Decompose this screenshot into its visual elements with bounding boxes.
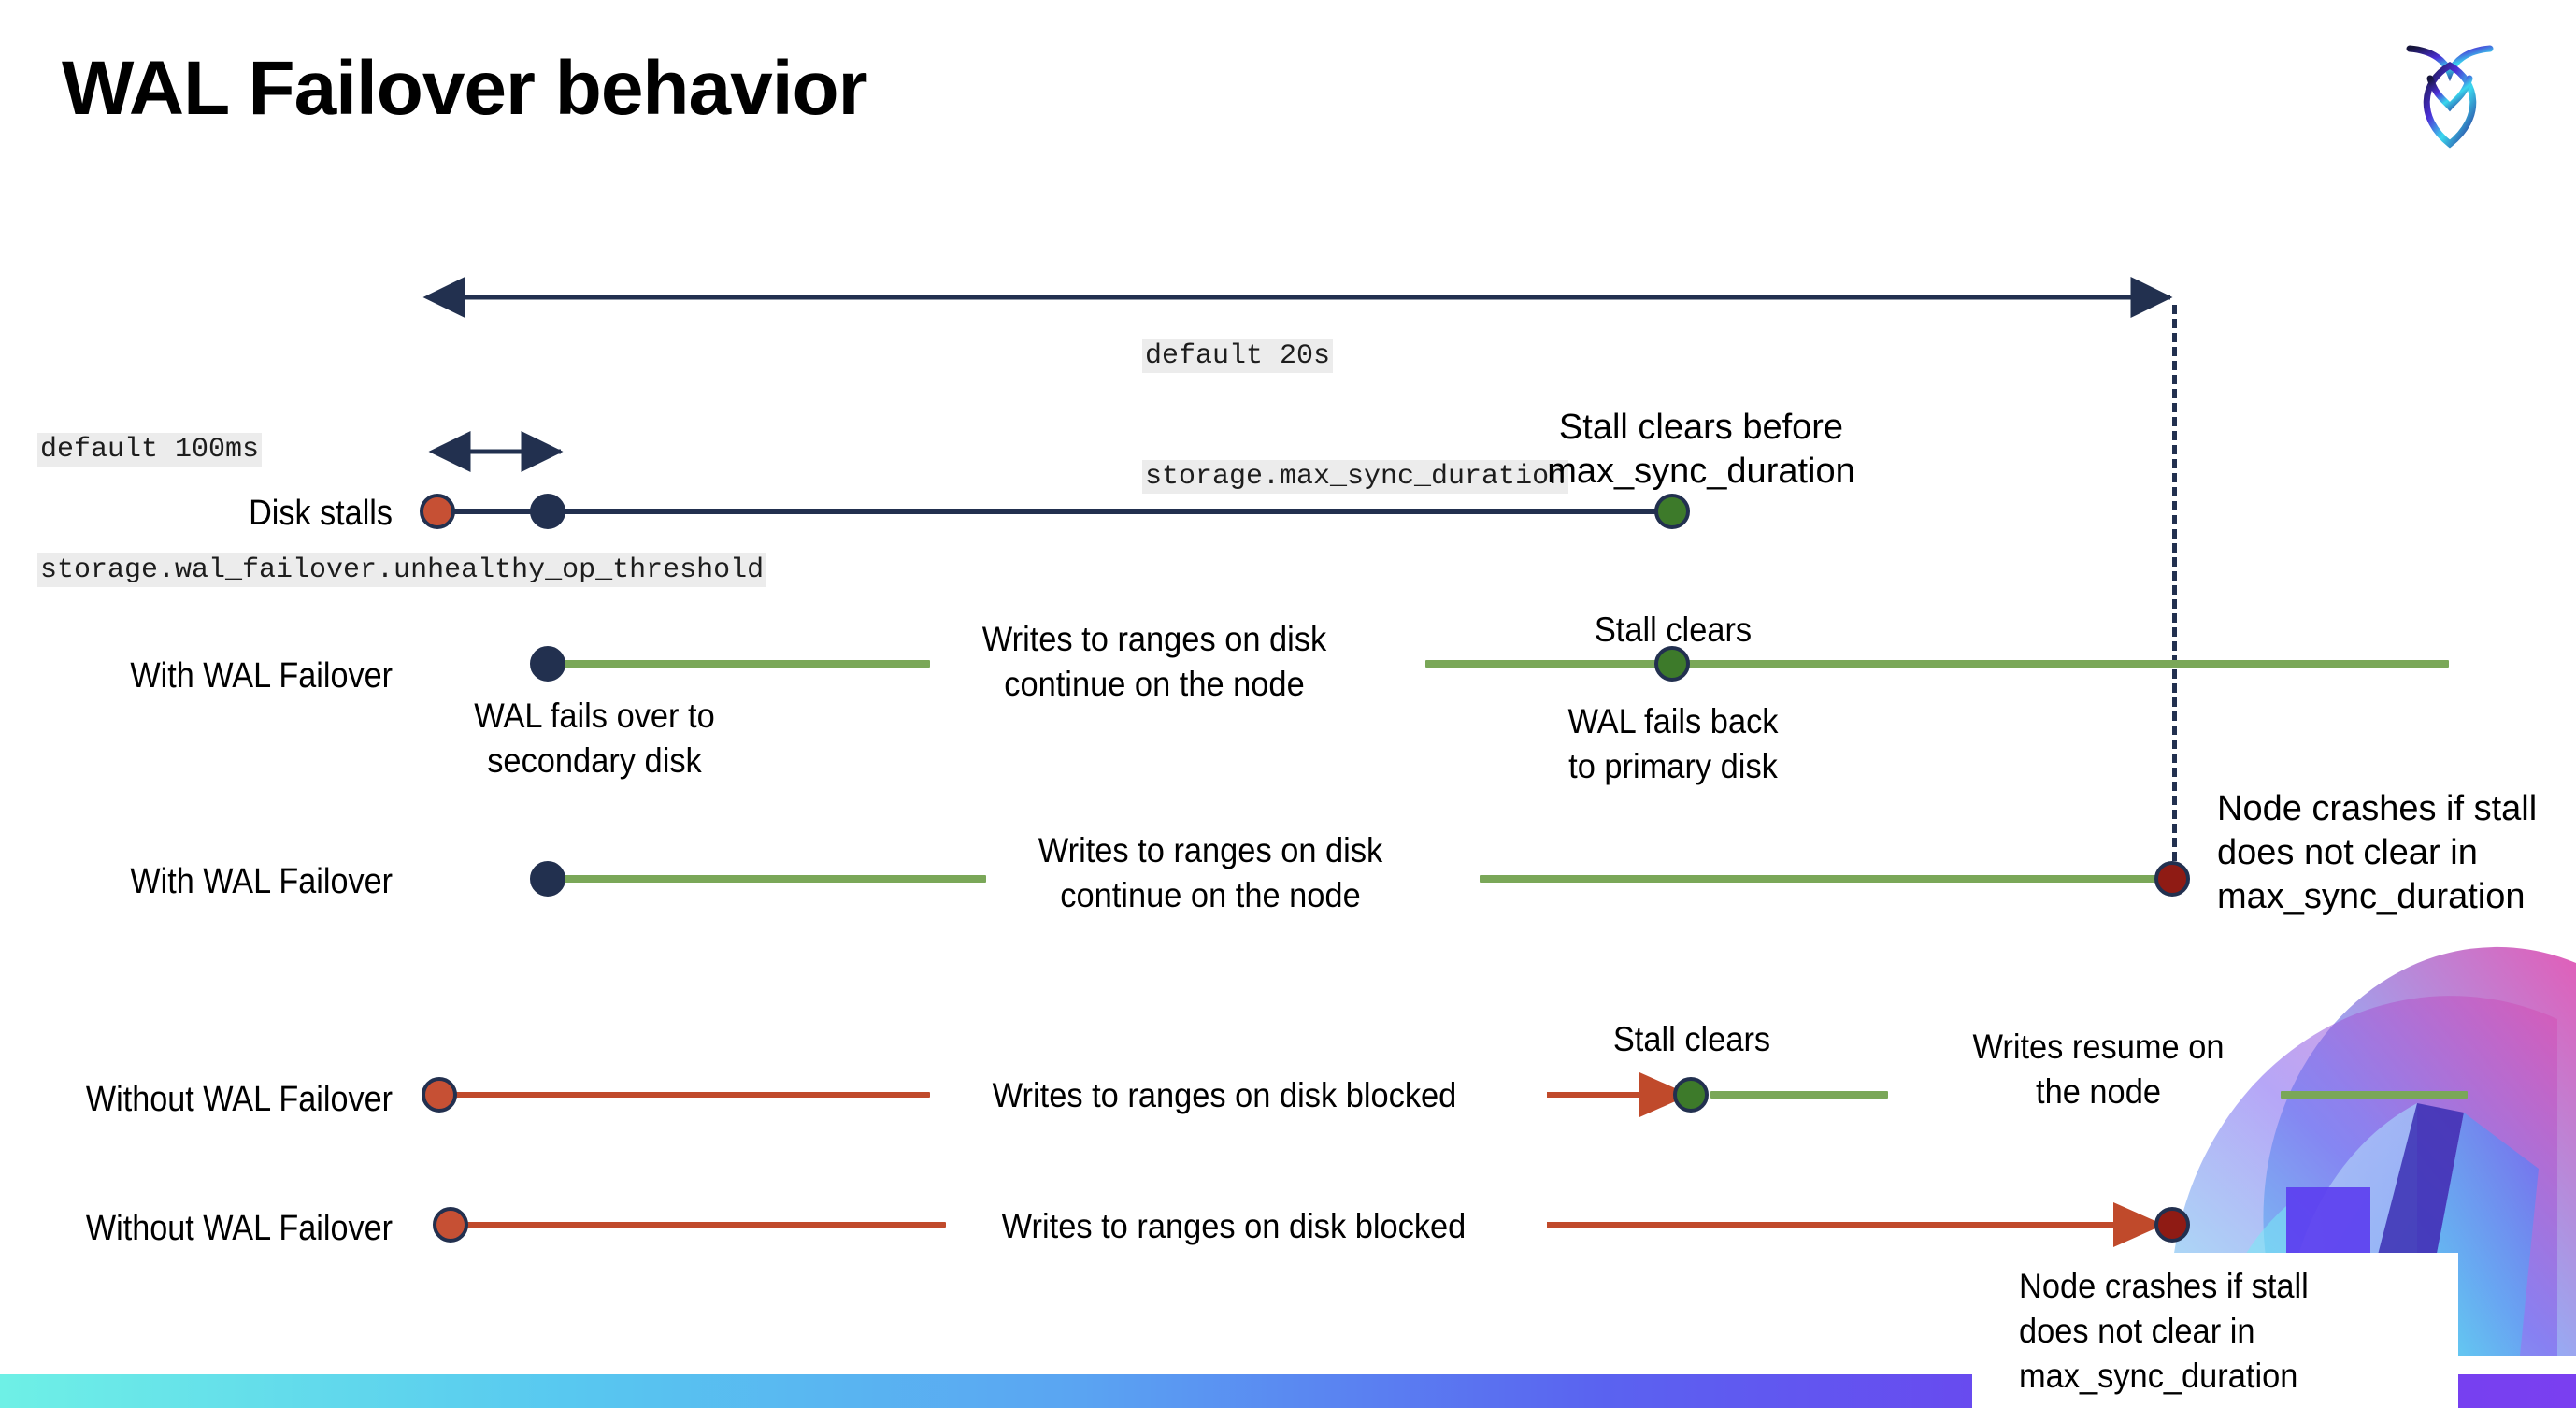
note-row5-node-crashes: Node crashes if stall does not clear in …: [2019, 1267, 2309, 1395]
row2-failover-dot: [530, 646, 565, 682]
row3-failover-dot: [530, 861, 565, 897]
unhealthy-op-threshold-code-label: default 100ms storage.wal_failover.unhea…: [37, 350, 767, 671]
row-label-with-wal-failover-clears: With WAL Failover: [130, 656, 393, 696]
page-title: WAL Failover behavior: [62, 46, 868, 131]
row5-stall-start-dot: [433, 1207, 468, 1243]
row1-stall-start-dot: [420, 494, 455, 529]
note-wal-fails-over-to-secondary-disk: WAL fails over to secondary disk: [474, 697, 715, 780]
row4-green-segment-mid: [1710, 1091, 1888, 1099]
row2-green-segment-left: [556, 660, 930, 668]
row-label-with-wal-failover-crash: With WAL Failover: [130, 862, 393, 901]
row1-navy-segment: [439, 509, 1673, 514]
row-label-without-wal-failover-crash: Without WAL Failover: [85, 1209, 393, 1248]
max-sync-deadline-dashed-line: [2172, 305, 2177, 875]
note-row4-stall-clears: Stall clears: [1612, 1020, 1771, 1058]
note-row4-writes-blocked: Writes to ranges on disk blocked: [992, 1076, 1457, 1114]
row2-stall-clears-dot: [1654, 646, 1690, 682]
unhealthy-op-name-text: storage.wal_failover.unhealthy_op_thresh…: [37, 553, 767, 587]
row2-green-segment-right: [1425, 660, 2449, 668]
max-sync-default-text: default 20s: [1142, 339, 1334, 373]
note-row2-stall-clears: Stall clears: [1594, 611, 1753, 649]
row4-orange-segment: [449, 1092, 930, 1098]
max-sync-name-text: storage.max_sync_duration: [1142, 460, 1569, 494]
row4-green-segment-right: [2281, 1091, 2468, 1099]
note-row5-writes-blocked: Writes to ranges on disk blocked: [1001, 1207, 1467, 1245]
row1-stall-clears-dot: [1654, 494, 1690, 529]
row5-node-crash-dot: [2154, 1207, 2190, 1243]
row-label-disk-stalls: Disk stalls: [249, 494, 393, 533]
row5-orange-segment: [460, 1222, 946, 1228]
note-wal-fails-back-to-primary-disk: WAL fails back to primary disk: [1567, 702, 1779, 785]
cockroach-labs-logo-icon: [2389, 28, 2511, 159]
row-label-without-wal-failover-clears: Without WAL Failover: [85, 1080, 393, 1119]
note-row3-node-crashes: Node crashes if stall does not clear in …: [2217, 789, 2538, 916]
note-row4-writes-resume: Writes resume on the node: [1972, 1027, 2225, 1111]
note-stall-clears-before-max-sync: Stall clears before max_sync_duration: [1547, 408, 1855, 491]
row4-stall-clears-dot: [1673, 1077, 1709, 1113]
row3-node-crash-dot: [2154, 861, 2190, 897]
row4-stall-start-dot: [422, 1077, 457, 1113]
unhealthy-op-default-text: default 100ms: [37, 433, 263, 467]
row3-green-segment-right: [1480, 875, 2171, 883]
row1-failover-trigger-dot: [530, 494, 565, 529]
row5-note-callout-card: [1972, 1253, 2458, 1408]
note-row2-writes-continue: Writes to ranges on disk continue on the…: [981, 620, 1327, 703]
max-sync-duration-code-label: default 20s storage.max_sync_duration: [1142, 256, 1569, 578]
row3-green-segment-left: [556, 875, 986, 883]
note-row3-writes-continue: Writes to ranges on disk continue on the…: [1038, 831, 1383, 914]
